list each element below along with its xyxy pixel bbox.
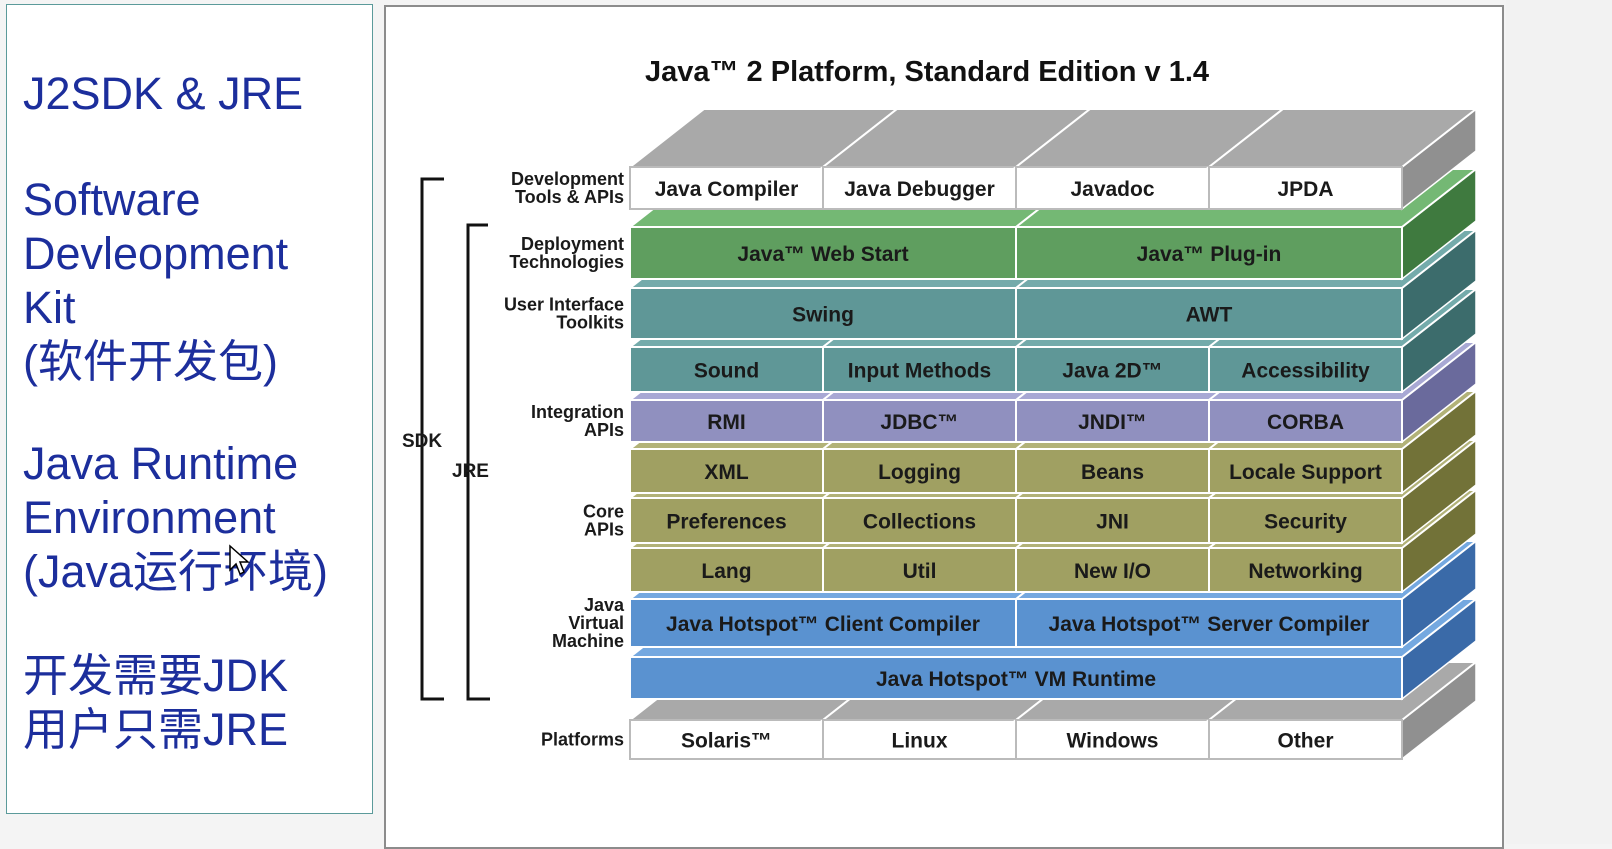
component-label: XML	[704, 461, 749, 484]
cell-front-face	[822, 497, 1017, 544]
component-label: Java Debugger	[844, 178, 995, 201]
layer-category-label: Integration	[531, 402, 624, 422]
jre-line-3: (Java运行环境)	[23, 546, 329, 597]
cell-front-face	[822, 448, 1017, 494]
cell-front-face	[629, 656, 1403, 700]
cell-front-face	[629, 598, 1017, 648]
cell-front-face	[1015, 226, 1403, 280]
layer-0: Java Compiler Java Debugger Javadoc JPDA Dev…	[511, 107, 1479, 211]
cell-front-face	[1208, 399, 1403, 443]
component-label: Java™ Web Start	[737, 243, 908, 266]
sdk-line-4: (软件开发包)	[23, 336, 278, 387]
layer-category-label: APIs	[584, 420, 624, 440]
cell-front-face	[629, 448, 824, 494]
cell-front-face	[1015, 166, 1210, 210]
sdk-line-1: Software	[23, 174, 201, 225]
component-label: Beans	[1081, 461, 1144, 484]
slide-title: J2SDK & JRE	[23, 68, 304, 119]
component-label: Java™ Plug-in	[1137, 243, 1282, 266]
jre-bracket-label: JRE	[452, 461, 489, 482]
note-line-2: 用户只需JRE	[23, 704, 289, 755]
cell-front-face	[1208, 719, 1403, 760]
component-label: Locale Support	[1229, 461, 1382, 484]
layer-category-label: Toolkits	[556, 313, 624, 333]
layer-category-label: Core	[583, 502, 624, 522]
component-label: Lang	[701, 560, 751, 583]
component-label: Linux	[892, 730, 948, 753]
component-label: Java Hotspot™ Server Compiler	[1049, 613, 1370, 636]
layer-category-label: Technologies	[509, 252, 624, 272]
sdk-jre-brackets: SDK JRE	[402, 177, 490, 701]
diagram-panel: Java™ 2 Platform, Standard Edition v 1.4…	[384, 5, 1504, 849]
layer-category-label: Virtual	[568, 613, 624, 633]
component-label: Windows	[1067, 730, 1159, 753]
component-label: Java Hotspot™ Client Compiler	[666, 613, 980, 636]
component-label: Networking	[1248, 560, 1362, 583]
component-label: Preferences	[666, 511, 786, 534]
sdk-bracket-label: SDK	[402, 431, 442, 452]
component-label: JNDI™	[1078, 411, 1147, 434]
jre-bracket	[466, 223, 490, 701]
note-line-1: 开发需要JDK	[23, 650, 289, 701]
component-label: Swing	[792, 304, 854, 327]
cell-front-face	[1015, 346, 1210, 393]
component-label: Logging	[878, 461, 961, 484]
cell-front-face	[629, 346, 824, 393]
cell-front-face	[1015, 719, 1210, 760]
cell-front-face	[1015, 287, 1403, 340]
layer-category-label: Deployment	[521, 234, 624, 254]
cell-front-face	[822, 166, 1017, 210]
component-label: JNI	[1096, 511, 1129, 534]
component-label: CORBA	[1267, 411, 1344, 434]
component-label: Sound	[694, 360, 759, 383]
mouse-cursor-icon	[229, 544, 250, 576]
layer-category-label: User Interface	[504, 295, 624, 315]
jre-line-1: Java Runtime	[23, 438, 299, 489]
java-platform-diagram: Java™ 2 Platform, Standard Edition v 1.4…	[402, 56, 1479, 761]
cell-front-face	[1208, 448, 1403, 494]
cell-front-face	[1208, 166, 1403, 210]
cell-front-face	[1208, 497, 1403, 544]
cell-front-face	[629, 497, 824, 544]
layer-category-label: Machine	[552, 631, 624, 651]
cell-front-face	[822, 719, 1017, 760]
component-label: Solaris™	[681, 730, 772, 753]
layer-category-label: Java	[584, 595, 625, 615]
component-label: Util	[903, 560, 937, 583]
layer-category-label: Tools & APIs	[515, 187, 624, 207]
left-text-panel: J2SDK & JRE Software Devleopment Kit (软件…	[6, 4, 373, 814]
component-label: Java Hotspot™ VM Runtime	[876, 668, 1156, 691]
component-label: Java 2D™	[1062, 360, 1162, 383]
component-label: Security	[1264, 511, 1347, 534]
component-label: New I/O	[1074, 560, 1151, 583]
component-label: JPDA	[1277, 178, 1333, 201]
sdk-bracket	[420, 177, 444, 701]
window-edge-strip	[1506, 0, 1612, 844]
sdk-line-3: Kit	[23, 282, 76, 333]
cell-front-face	[1208, 547, 1403, 593]
jre-line-2: Environment	[23, 492, 276, 543]
component-label: Collections	[863, 511, 976, 534]
cell-front-face	[1015, 598, 1403, 648]
component-label: Javadoc	[1070, 178, 1154, 201]
layer-category-label: Development	[511, 169, 624, 189]
component-label: Input Methods	[848, 360, 991, 383]
component-label: RMI	[707, 411, 746, 434]
component-label: AWT	[1186, 304, 1233, 327]
diagram-title: Java™ 2 Platform, Standard Edition v 1.4	[645, 56, 1209, 88]
layer-category-label: Platforms	[541, 730, 624, 750]
cell-front-face	[1208, 346, 1403, 393]
sdk-line-2: Devleopment	[23, 228, 289, 279]
cell-front-face	[1015, 547, 1210, 593]
component-label: Java Compiler	[655, 178, 799, 201]
component-label: Accessibility	[1241, 360, 1370, 383]
cell-front-face	[822, 346, 1017, 393]
component-label: JDBC™	[880, 411, 958, 434]
cell-front-face	[822, 547, 1017, 593]
layer-category-label: APIs	[584, 520, 624, 540]
layer-stack: Solaris™ Linux Windows Other Platforms Java H…	[504, 107, 1479, 761]
component-label: Other	[1277, 730, 1333, 753]
